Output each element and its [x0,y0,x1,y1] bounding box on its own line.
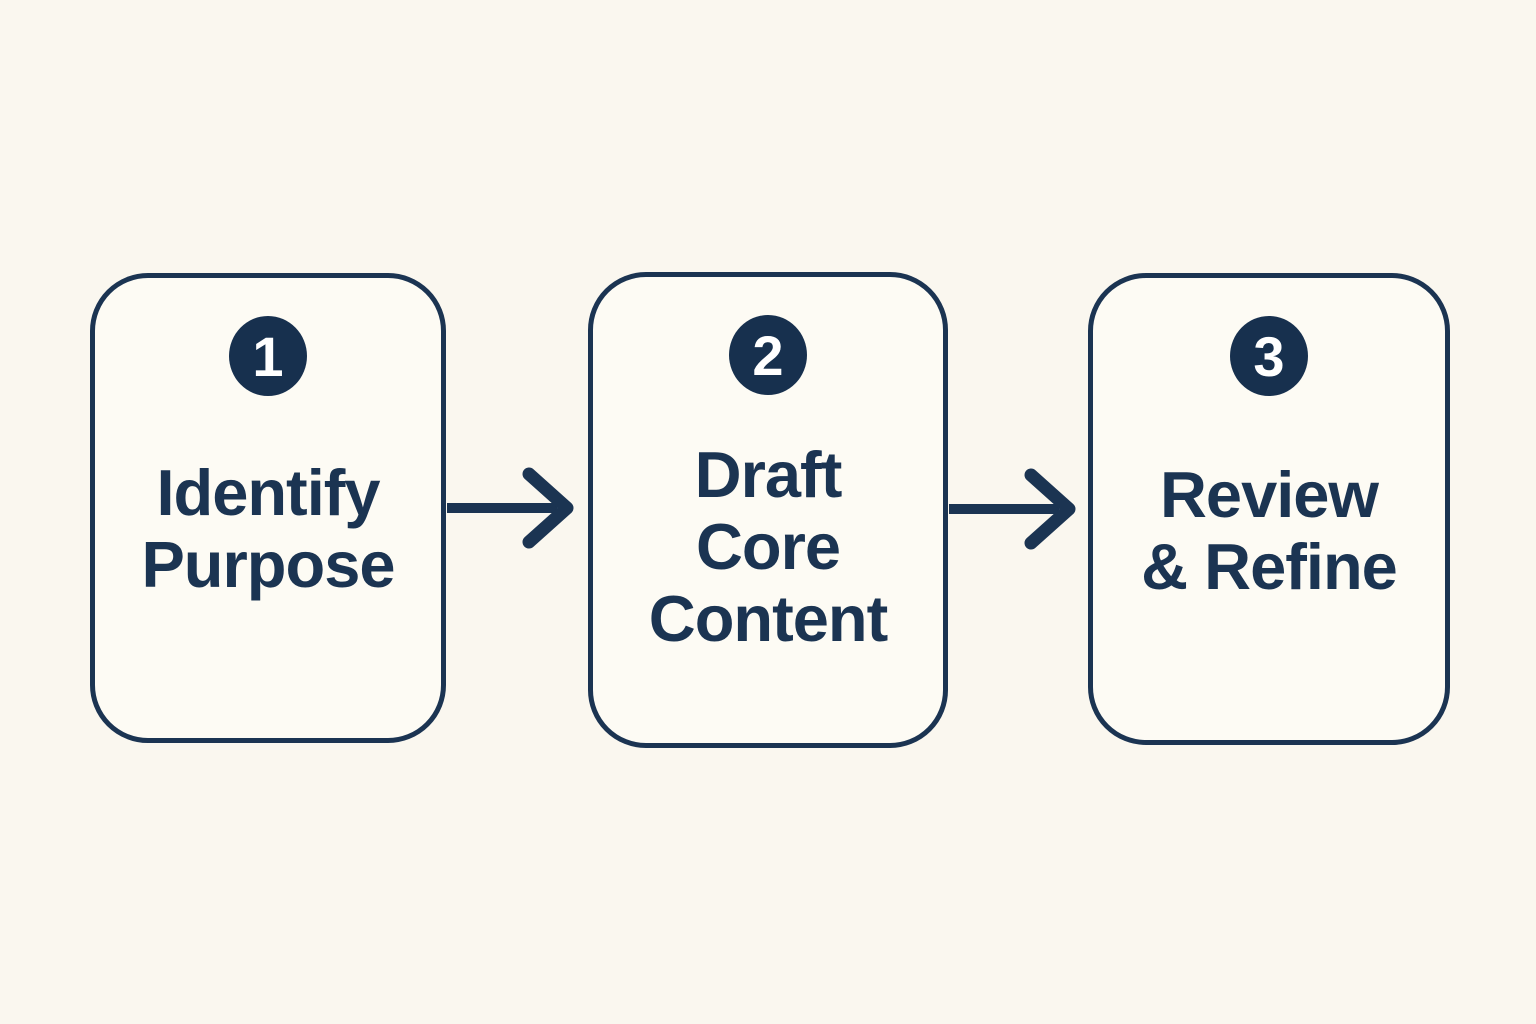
arrow-right-icon [949,468,1076,550]
step-number-3: 3 [1253,324,1285,388]
arrow-right-icon [447,467,574,549]
step-label-identify-purpose: Identify Purpose [141,456,395,601]
step-box-review-refine: 3 Review & Refine [1088,273,1450,745]
step-label-review-refine: Review & Refine [1141,458,1398,603]
step-number-badge-2: 2 [729,315,807,395]
step-box-draft-core-content: 2 Draft Core Content [588,272,948,748]
step-number-2: 2 [752,323,784,387]
step-number-badge-3: 3 [1230,316,1308,396]
step-number-1: 1 [252,324,284,388]
step-label-draft-core-content: Draft Core Content [648,438,889,655]
step-number-badge-1: 1 [229,316,307,396]
step-box-identify-purpose: 1 Identify Purpose [90,273,446,743]
